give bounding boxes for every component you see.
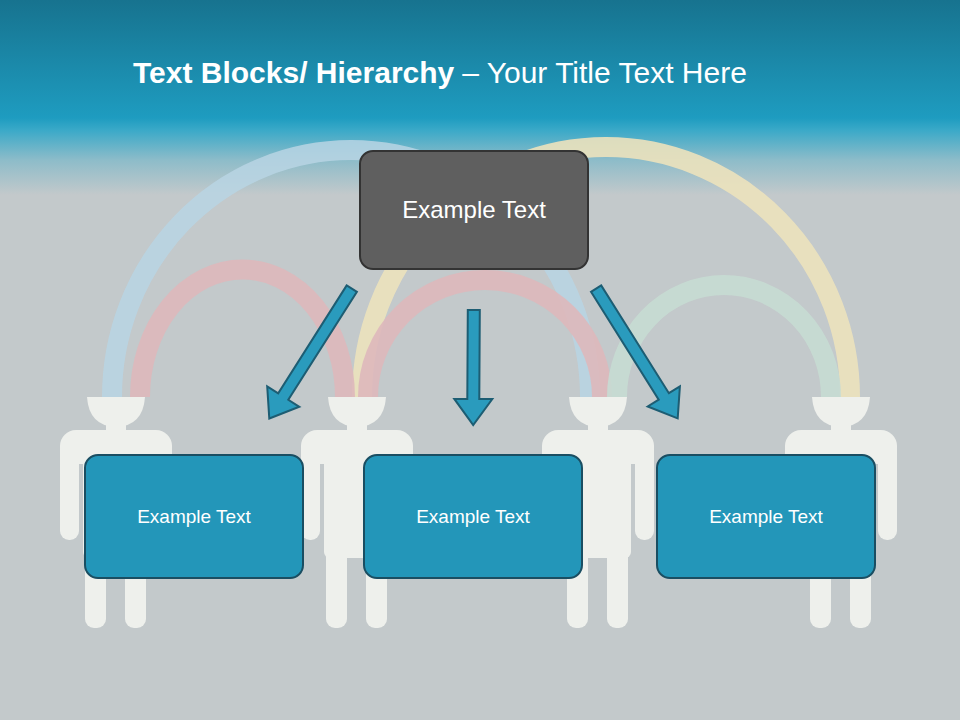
- person-arm: [60, 440, 79, 540]
- people: [60, 397, 897, 628]
- top-box: Example Text: [359, 150, 589, 270]
- child-box: Example Text: [656, 454, 876, 579]
- blue-arc: [112, 150, 590, 397]
- block-arrow: [267, 285, 357, 418]
- block-arrow: [591, 285, 680, 418]
- person-head: [87, 397, 145, 427]
- person-head: [328, 397, 386, 427]
- child-box: Example Text: [84, 454, 304, 579]
- box-text: Example Text: [390, 196, 558, 224]
- person-leg: [607, 548, 628, 628]
- person-head: [569, 397, 627, 427]
- box-text: Example Text: [697, 506, 835, 528]
- pink-arc: [368, 280, 602, 397]
- title-row: Text Blocks/ Hierarchy– Your Title Text …: [133, 56, 747, 90]
- child-box: Example Text: [363, 454, 583, 579]
- person-head: [812, 397, 870, 427]
- slide-title: Text Blocks/ Hierarchy: [133, 56, 454, 90]
- block-arrow: [454, 310, 492, 425]
- person-leg: [326, 548, 347, 628]
- box-text: Example Text: [404, 506, 542, 528]
- person-arm: [878, 440, 897, 540]
- person-arm: [635, 440, 654, 540]
- box-text: Example Text: [125, 506, 263, 528]
- arc-bands: [112, 147, 850, 397]
- title-subtext: – Your Title Text Here: [462, 56, 747, 90]
- pink-arc: [140, 269, 345, 397]
